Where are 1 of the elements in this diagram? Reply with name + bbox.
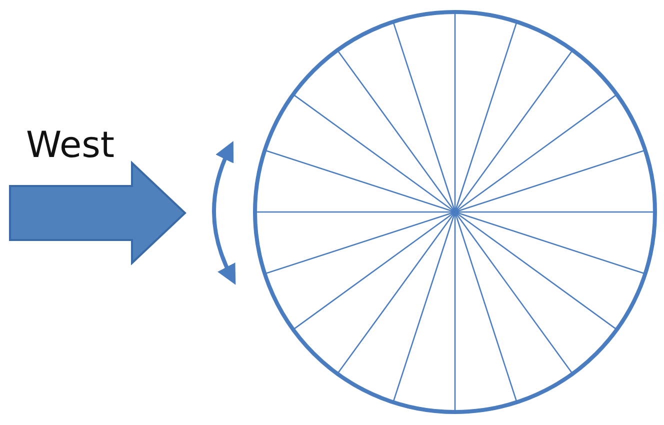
direction-label: West bbox=[26, 128, 115, 164]
